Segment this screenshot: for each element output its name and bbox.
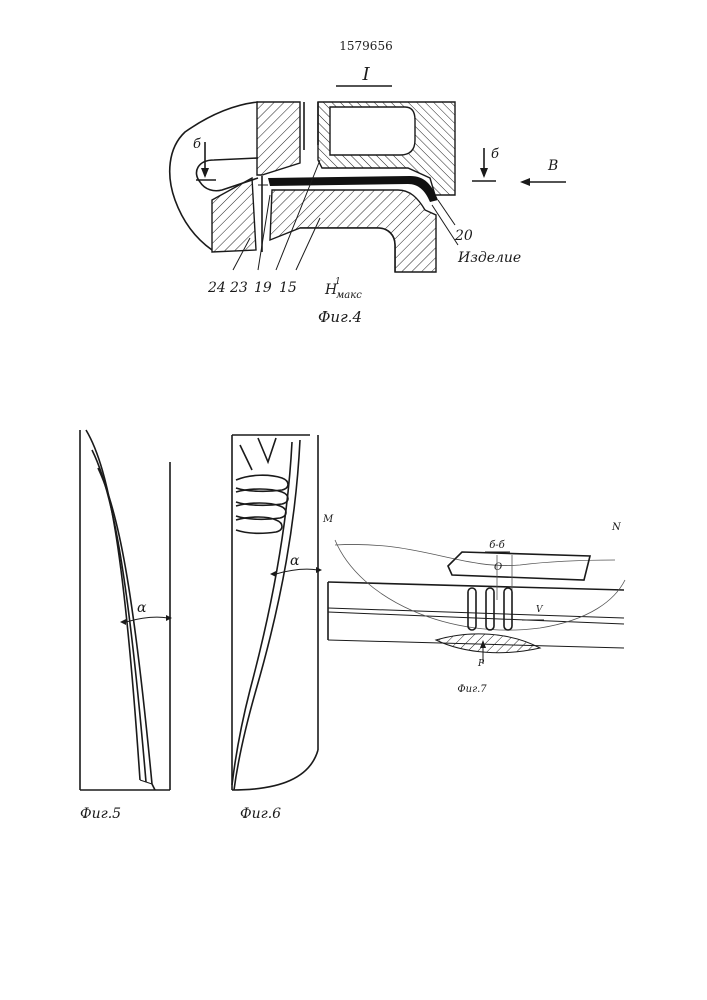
fig5-angle-label: α (137, 600, 147, 616)
fig7-label-v: V (536, 605, 544, 615)
fig4-h-subscript: макс (336, 290, 362, 301)
fig4-drawing: I б б В (170, 64, 566, 326)
fig4-part-23 (257, 102, 300, 175)
fig4-callout-20: 20 (454, 228, 473, 244)
fig7-section-label: б-б (489, 540, 505, 551)
fig7-label-o: O (494, 562, 502, 573)
fig4-callout-23: 23 (229, 280, 248, 296)
fig4-section-mark-right: б (491, 147, 499, 162)
fig4-callout-15: 15 (279, 280, 297, 296)
fig7-lens (436, 634, 540, 653)
fig5-drawing: α Фиг.5 (80, 430, 172, 822)
fig4-callout-19: 19 (254, 280, 272, 296)
fig7-label-p: P (477, 659, 485, 669)
fig7-caption: Фиг.7 (457, 684, 487, 695)
fig4-section-mark-left: б (193, 137, 201, 152)
fig6-caption: Фиг.6 (240, 806, 281, 822)
fig5-caption: Фиг.5 (80, 806, 121, 822)
fig4-callout-24: 24 (207, 280, 226, 296)
fig7-drawing: М N б-б O V P Фиг.7 (322, 514, 625, 695)
fig4-view-mark: I (361, 64, 370, 85)
fig4-caption: Фиг.4 (318, 308, 362, 326)
fig4-h-superscript: 1 (335, 277, 341, 287)
fig6-angle-label: α (290, 553, 300, 569)
patent-number: 1579656 (339, 39, 392, 53)
fig4-part-24 (212, 178, 256, 252)
fig7-label-n: N (611, 522, 622, 533)
fig7-label-m: М (322, 514, 334, 525)
fig4-callout-product: Изделие (457, 250, 521, 266)
fig6-drawing: α Фиг.6 (232, 435, 322, 822)
fig4-view-arrow-label: В (547, 158, 558, 174)
